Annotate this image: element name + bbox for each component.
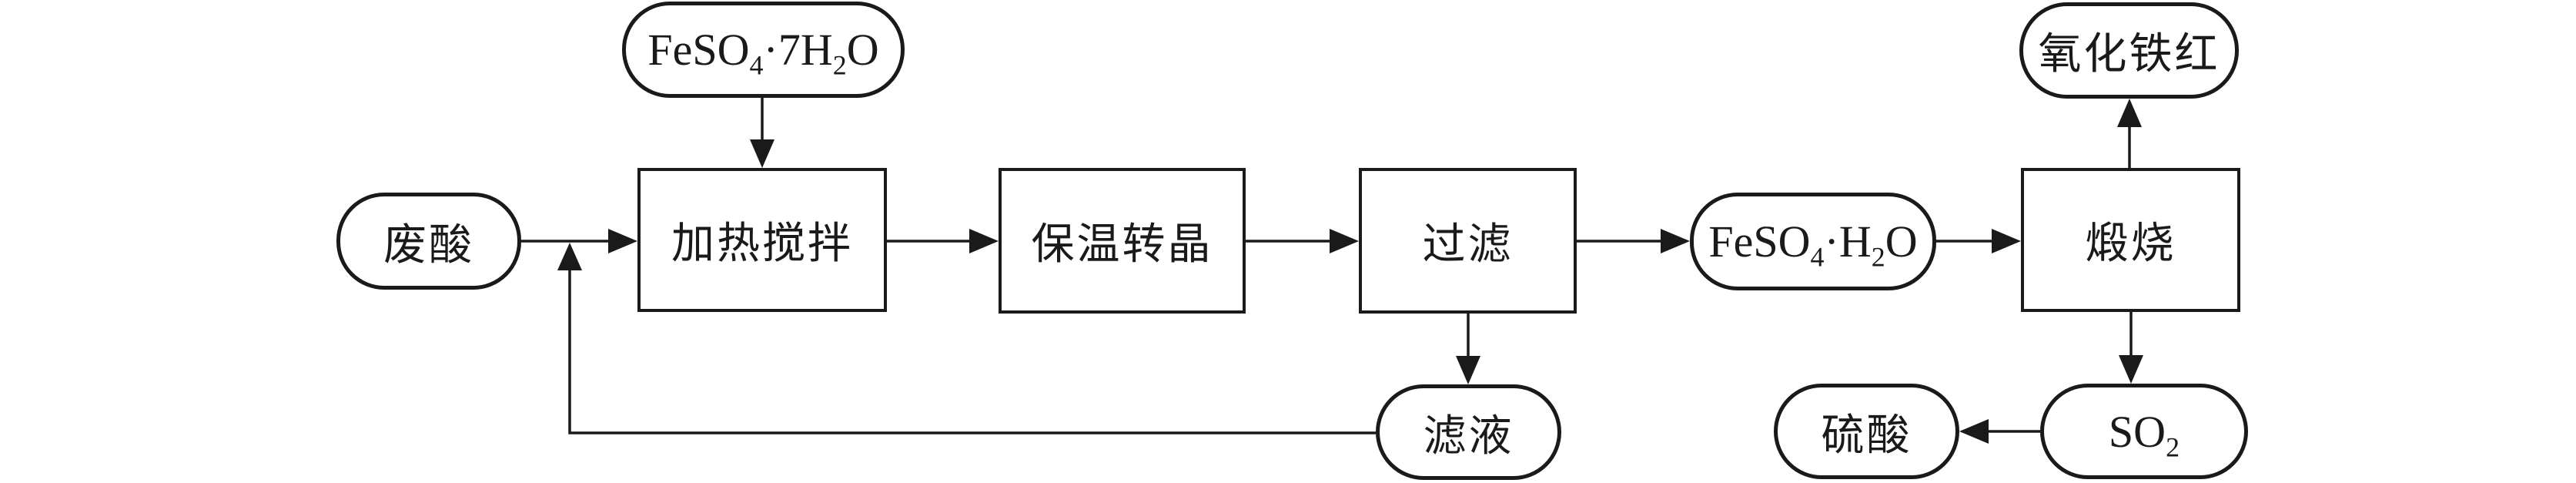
node-so2: SO2 bbox=[2040, 384, 2248, 479]
node-feisuan-label: 废酸 bbox=[383, 221, 474, 270]
node-baowen-zhuanjing: 保温转晶 bbox=[999, 168, 1246, 314]
arrow-baowen-to-guolv bbox=[1246, 229, 1359, 253]
node-guolv-label: 过滤 bbox=[1422, 221, 1514, 269]
node-feso4-h2o-label: FeSO4·H2O bbox=[1708, 216, 1918, 273]
node-so2-label: SO2 bbox=[2108, 406, 2180, 463]
node-guolv: 过滤 bbox=[1359, 168, 1577, 314]
node-lvye: 滤液 bbox=[1376, 384, 1561, 480]
arrow-duanshao-to-so2 bbox=[2119, 312, 2143, 384]
node-lvye-label: 滤液 bbox=[1423, 412, 1514, 461]
node-feisuan: 废酸 bbox=[336, 193, 521, 290]
node-duanshao-label: 煅烧 bbox=[2085, 220, 2176, 268]
node-jiare-jiaoban: 加热搅拌 bbox=[637, 168, 887, 312]
node-yanghuatiehong-label: 氧化铁红 bbox=[2038, 31, 2220, 79]
node-feso4-7h2o: FeSO4·7H2O bbox=[622, 2, 905, 98]
arrow-so2-to-liusuan bbox=[1959, 419, 2040, 444]
node-feso4-7h2o-label: FeSO4·7H2O bbox=[647, 25, 879, 81]
arrow-feso4-h2o-to-duanshao bbox=[1936, 229, 2021, 253]
arrow-guolv-to-feso4-h2o bbox=[1577, 229, 1690, 253]
node-jiare-jiaoban-label: 加热搅拌 bbox=[671, 220, 853, 268]
node-yanghuatiehong: 氧化铁红 bbox=[2019, 2, 2239, 99]
node-feso4-h2o: FeSO4·H2O bbox=[1690, 193, 1936, 290]
node-liusuan-label: 硫酸 bbox=[1821, 411, 1912, 460]
arrow-duanshao-to-yanghuatiehong bbox=[2117, 99, 2142, 168]
arrow-feisuan-to-jiare bbox=[521, 229, 637, 253]
arrow-jiare-to-baowen bbox=[887, 229, 999, 253]
arrow-feso4-7h2o-to-jiare bbox=[750, 98, 774, 168]
node-baowen-zhuanjing-label: 保温转晶 bbox=[1031, 221, 1213, 269]
node-liusuan: 硫酸 bbox=[1774, 384, 1959, 479]
arrow-lvye-recycle-to-feed-line bbox=[557, 243, 1376, 434]
node-duanshao: 煅烧 bbox=[2021, 168, 2240, 312]
arrow-guolv-to-lvye bbox=[1456, 314, 1480, 384]
